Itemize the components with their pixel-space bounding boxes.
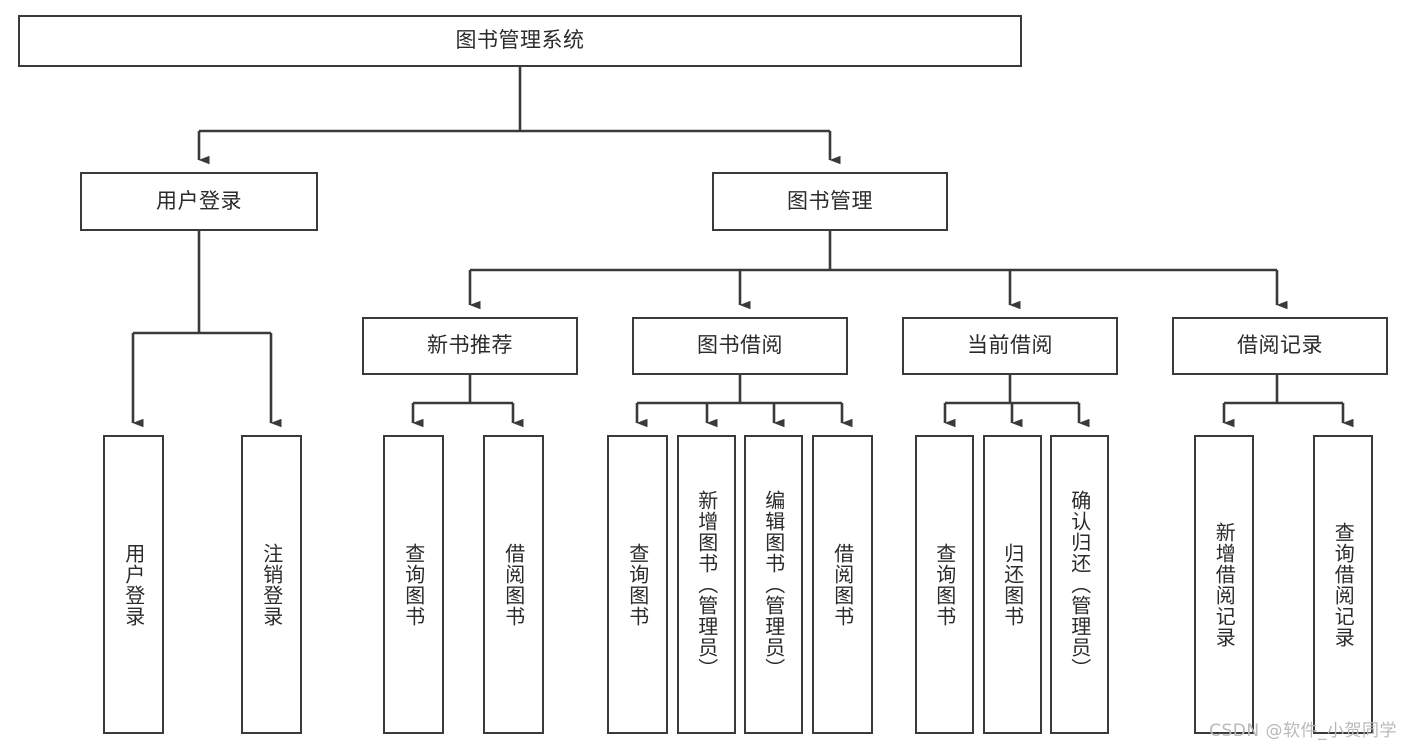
node-leaf-add-book-label: 新增图书（管理员） [694,490,719,679]
node-book-management[interactable]: 图书管理 [712,172,948,231]
node-leaf-query-book-3[interactable]: 查询图书 [915,435,974,734]
node-leaf-borrow-book-2[interactable]: 借阅图书 [812,435,873,734]
node-leaf-query-borrow-record[interactable]: 查询借阅记录 [1313,435,1373,734]
node-leaf-edit-book[interactable]: 编辑图书（管理员） [744,435,803,734]
node-leaf-return-book-label: 归还图书 [1000,542,1025,627]
node-leaf-return-book[interactable]: 归还图书 [983,435,1042,734]
node-leaf-add-borrow-record[interactable]: 新增借阅记录 [1194,435,1254,734]
node-leaf-query-borrow-record-label: 查询借阅记录 [1331,521,1356,648]
node-leaf-add-borrow-record-label: 新增借阅记录 [1212,521,1237,648]
node-leaf-logout[interactable]: 注销登录 [241,435,302,734]
node-root-label: 图书管理系统 [455,28,585,53]
node-leaf-borrow-book-1[interactable]: 借阅图书 [483,435,544,734]
node-current-borrow-label: 当前借阅 [967,333,1053,358]
node-leaf-query-book-3-label: 查询图书 [932,542,957,627]
node-leaf-user-login-label: 用户登录 [121,542,146,627]
node-borrow-record[interactable]: 借阅记录 [1172,317,1388,375]
node-borrow-record-label: 借阅记录 [1237,333,1323,358]
node-leaf-borrow-book-1-label: 借阅图书 [501,542,526,627]
node-leaf-query-book-1[interactable]: 查询图书 [383,435,444,734]
node-user-login[interactable]: 用户登录 [80,172,318,231]
node-leaf-borrow-book-2-label: 借阅图书 [830,542,855,627]
node-new-book-recommend[interactable]: 新书推荐 [362,317,578,375]
node-user-login-label: 用户登录 [156,188,242,213]
watermark-text: CSDN @软件_小贺同学 [1209,721,1397,741]
node-leaf-confirm-return[interactable]: 确认归还（管理员） [1050,435,1109,734]
node-book-borrow-label: 图书借阅 [697,333,783,358]
node-leaf-query-book-1-label: 查询图书 [401,542,426,627]
node-root[interactable]: 图书管理系统 [18,15,1022,67]
node-leaf-user-login[interactable]: 用户登录 [103,435,164,734]
node-leaf-logout-label: 注销登录 [259,542,284,627]
node-leaf-query-book-2-label: 查询图书 [625,542,650,627]
node-leaf-query-book-2[interactable]: 查询图书 [607,435,668,734]
node-leaf-add-book[interactable]: 新增图书（管理员） [677,435,736,734]
node-leaf-edit-book-label: 编辑图书（管理员） [761,490,786,679]
node-new-book-recommend-label: 新书推荐 [427,333,513,358]
node-book-management-label: 图书管理 [787,188,873,213]
node-leaf-confirm-return-label: 确认归还（管理员） [1067,490,1092,679]
node-current-borrow[interactable]: 当前借阅 [902,317,1118,375]
node-book-borrow[interactable]: 图书借阅 [632,317,848,375]
